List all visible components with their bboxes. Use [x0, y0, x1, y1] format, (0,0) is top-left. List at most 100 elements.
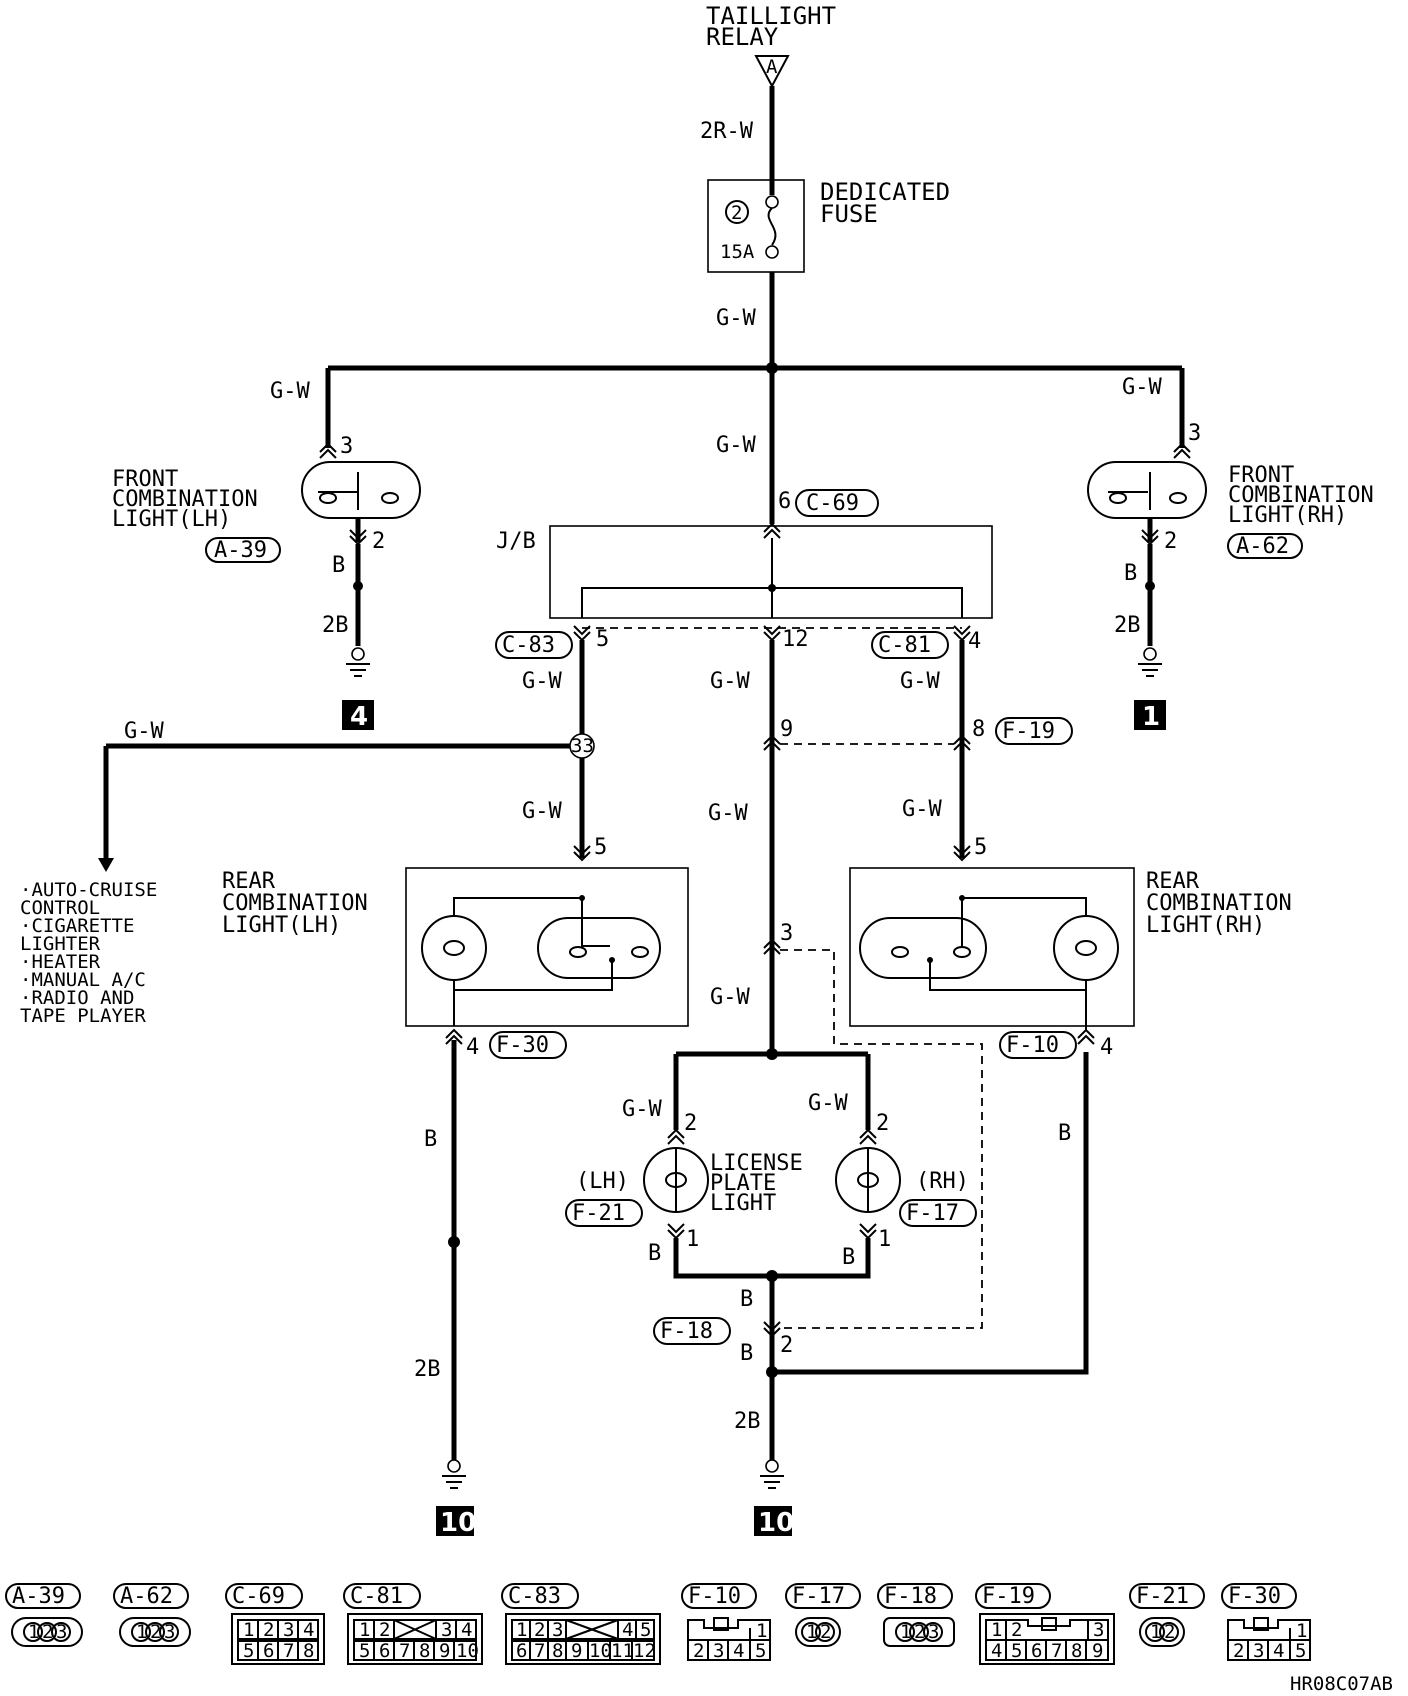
- legend-c69-p4: 4: [303, 1619, 314, 1641]
- rear-lh-label-1: REAR: [222, 869, 276, 894]
- legend-f17-pin1: 1: [806, 1621, 817, 1643]
- ground-terminal-front-rh: [1143, 647, 1157, 661]
- jb-pin-left: 5: [596, 627, 609, 652]
- legend-f18: F-18: [884, 1584, 937, 1609]
- legend-f30-p3: 3: [1253, 1640, 1264, 1662]
- legend-c69: C-69: [232, 1584, 285, 1609]
- ground-number-front-rh: 1: [1142, 702, 1160, 732]
- legend-f19-p2: 2: [1011, 1619, 1022, 1641]
- c69-connector-badge: [795, 489, 879, 517]
- ground-number-center: 10: [758, 1508, 794, 1538]
- license-rh-pin-out: 1: [878, 1227, 891, 1252]
- legend-badge-f21: [1129, 1583, 1205, 1609]
- legend-f19-p6: 6: [1031, 1640, 1042, 1662]
- connector-rear-rh-pin5: [953, 845, 971, 862]
- legend-f10-p1: 1: [756, 1620, 767, 1642]
- front-lh-bulb-a: [319, 492, 337, 504]
- legend-c81-p3: 3: [441, 1619, 452, 1641]
- jb-pin-top: 6: [778, 489, 791, 514]
- ground-number-front-lh: 4: [350, 702, 368, 732]
- legend-f17: F-17: [792, 1584, 845, 1609]
- front-rh-pin-out: 2: [1164, 529, 1177, 554]
- license-rh-pin-in: 2: [876, 1111, 889, 1136]
- jb-internal-bus: [581, 587, 963, 618]
- legend-a62: A-62: [120, 1584, 173, 1609]
- license-label-2: PLATE: [710, 1171, 776, 1196]
- legend-c81-p7: 7: [399, 1640, 410, 1662]
- rear-lh-label-3: LIGHT(LH): [222, 913, 341, 938]
- legend-c81-p10: 10: [456, 1640, 479, 1662]
- legend-f30-grid: [1227, 1617, 1311, 1661]
- branch-item-5: ·MANUAL A/C: [20, 969, 146, 991]
- legend-c81-p2: 2: [379, 1619, 390, 1641]
- wire-label-b-3: B: [424, 1127, 437, 1152]
- wire-label-b-5: B: [842, 1245, 855, 1270]
- legend-c81-grid: [353, 1619, 477, 1661]
- jb-pin-mid: 12: [782, 627, 809, 652]
- splice-33-label: 33: [571, 735, 594, 757]
- legend-badge-f18: [877, 1583, 953, 1609]
- legend-c83-p3: 3: [552, 1619, 563, 1641]
- legend-a62-shell: [119, 1617, 191, 1647]
- wire-label-gw-14: G-W: [902, 797, 942, 822]
- front-lh-pin-out: 2: [372, 529, 385, 554]
- connector-f19-pin8: [953, 734, 971, 751]
- connector-license-rh-pin2: [859, 1128, 877, 1145]
- connector-f18-pin2: [763, 1321, 781, 1338]
- legend-f19-p8: 8: [1071, 1640, 1082, 1662]
- rear-rh-label-1: REAR: [1146, 869, 1200, 894]
- front-rh-label-2: COMBINATION: [1228, 483, 1374, 508]
- legend-c81-p8: 8: [419, 1640, 430, 1662]
- ground-badge-front-lh: [342, 700, 374, 730]
- f19-connector: F-19: [1002, 719, 1055, 744]
- license-lh-pin-out: 1: [686, 1227, 699, 1252]
- legend-c69-p2: 2: [263, 1619, 274, 1641]
- connector-rear-lh-pin5: [573, 845, 591, 862]
- fuse-number-circle: [725, 200, 749, 224]
- rear-rh-internal-top: [962, 897, 1087, 916]
- wire-label-b-7: B: [740, 1341, 753, 1366]
- legend-c81-p9: 9: [439, 1640, 450, 1662]
- rear-lh-pin-in: 5: [594, 835, 607, 860]
- f18-connector: F-18: [660, 1319, 713, 1344]
- legend-f19: F-19: [982, 1584, 1035, 1609]
- front-lh-label-2: COMBINATION: [112, 487, 258, 512]
- legend-c83-p8: 8: [552, 1640, 563, 1662]
- legend-a39-pin2: 2: [42, 1621, 53, 1643]
- wire-label-b-8: B: [1058, 1121, 1071, 1146]
- legend-c83-p6: 6: [516, 1640, 527, 1662]
- legend-a62-pin2: 2: [150, 1621, 161, 1643]
- branch-item-1: CONTROL: [20, 897, 100, 919]
- fuse-terminal-bottom: [765, 245, 779, 259]
- front-rh-lamp-body: [1087, 461, 1207, 519]
- relay-title-2: RELAY: [706, 23, 779, 51]
- fuse-terminal-top: [765, 195, 779, 209]
- fuse-element: [767, 207, 777, 246]
- wire-label-b-1: B: [332, 553, 345, 578]
- connector-c69-pin6: [763, 522, 781, 539]
- ground-badge-center: [754, 1506, 792, 1536]
- legend-a62-pin3: 3: [164, 1621, 175, 1643]
- ground-symbol-rear-lh: [442, 1475, 466, 1489]
- f19-connector-badge: [995, 717, 1073, 745]
- license-lh-connector: F-21: [572, 1201, 625, 1226]
- legend-f19-p9: 9: [1092, 1640, 1103, 1662]
- legend-c83-p7: 7: [534, 1640, 545, 1662]
- f18-connector-badge: [653, 1317, 731, 1345]
- wire-label-gw-11: G-W: [622, 1097, 662, 1122]
- rear-rh-pin-in: 5: [974, 835, 987, 860]
- wire-label-gw-1: G-W: [716, 306, 756, 331]
- legend-c83-p2: 2: [534, 1619, 545, 1641]
- legend-f30: F-30: [1228, 1584, 1281, 1609]
- f19-pin-mid: 9: [780, 717, 793, 742]
- legend-f10-p2: 2: [693, 1640, 704, 1662]
- license-rh-connector: F-17: [906, 1201, 959, 1226]
- branch-item-4: ·HEATER: [20, 951, 101, 973]
- legend-f10: F-10: [688, 1584, 741, 1609]
- legend-badge-c83: [501, 1583, 579, 1609]
- connector-front-rh-pin3: [1173, 442, 1191, 459]
- license-pin3: 3: [780, 921, 793, 946]
- relay-title-1: TAILLIGHT: [706, 2, 836, 30]
- front-rh-label-1: FRONT: [1228, 463, 1294, 488]
- legend-f18-pin1: 1: [900, 1621, 911, 1643]
